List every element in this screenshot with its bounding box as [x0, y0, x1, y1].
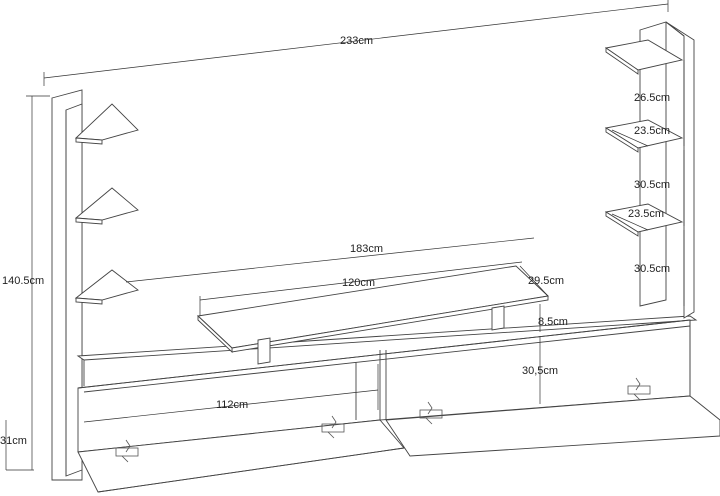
right-shelves	[604, 39, 684, 237]
hinge-icon	[321, 415, 345, 439]
tabletop	[197, 265, 549, 365]
label-shelf-depth-lower: 23.5cm	[628, 208, 664, 220]
hinges	[115, 377, 651, 463]
label-mid-shelf-spacing: 30.5cm	[634, 179, 670, 191]
label-total-height: 140.5cm	[2, 275, 44, 287]
hinge-icon	[419, 401, 443, 425]
label-cabinet-height: 30,5cm	[522, 365, 558, 377]
dimension-labels: 233cm 140.5cm 31cm 183cm 120cm 29.5cm 8.…	[0, 35, 670, 447]
left-side-panel	[51, 89, 83, 481]
label-tabletop-length: 120cm	[342, 277, 375, 289]
left-shelves	[74, 103, 139, 305]
dimension-lines	[5, 0, 685, 471]
hinge-icon	[115, 439, 139, 463]
label-low-shelf-spacing: 30.5cm	[634, 263, 670, 275]
hinge-icon	[627, 377, 651, 401]
label-shelf-length: 183cm	[350, 243, 383, 255]
label-cabinet-width: 112cm	[216, 399, 248, 411]
label-shelf-depth-upper: 23.5cm	[634, 125, 670, 137]
label-total-width: 233cm	[340, 35, 373, 47]
label-top-shelf-spacing: 26.5cm	[634, 92, 670, 104]
right-side-panel	[639, 21, 695, 319]
label-tabletop-height: 8.5cm	[538, 316, 568, 328]
flap-doors	[77, 395, 720, 493]
label-depth: 31cm	[0, 435, 27, 447]
label-tabletop-depth: 29.5cm	[528, 275, 564, 287]
